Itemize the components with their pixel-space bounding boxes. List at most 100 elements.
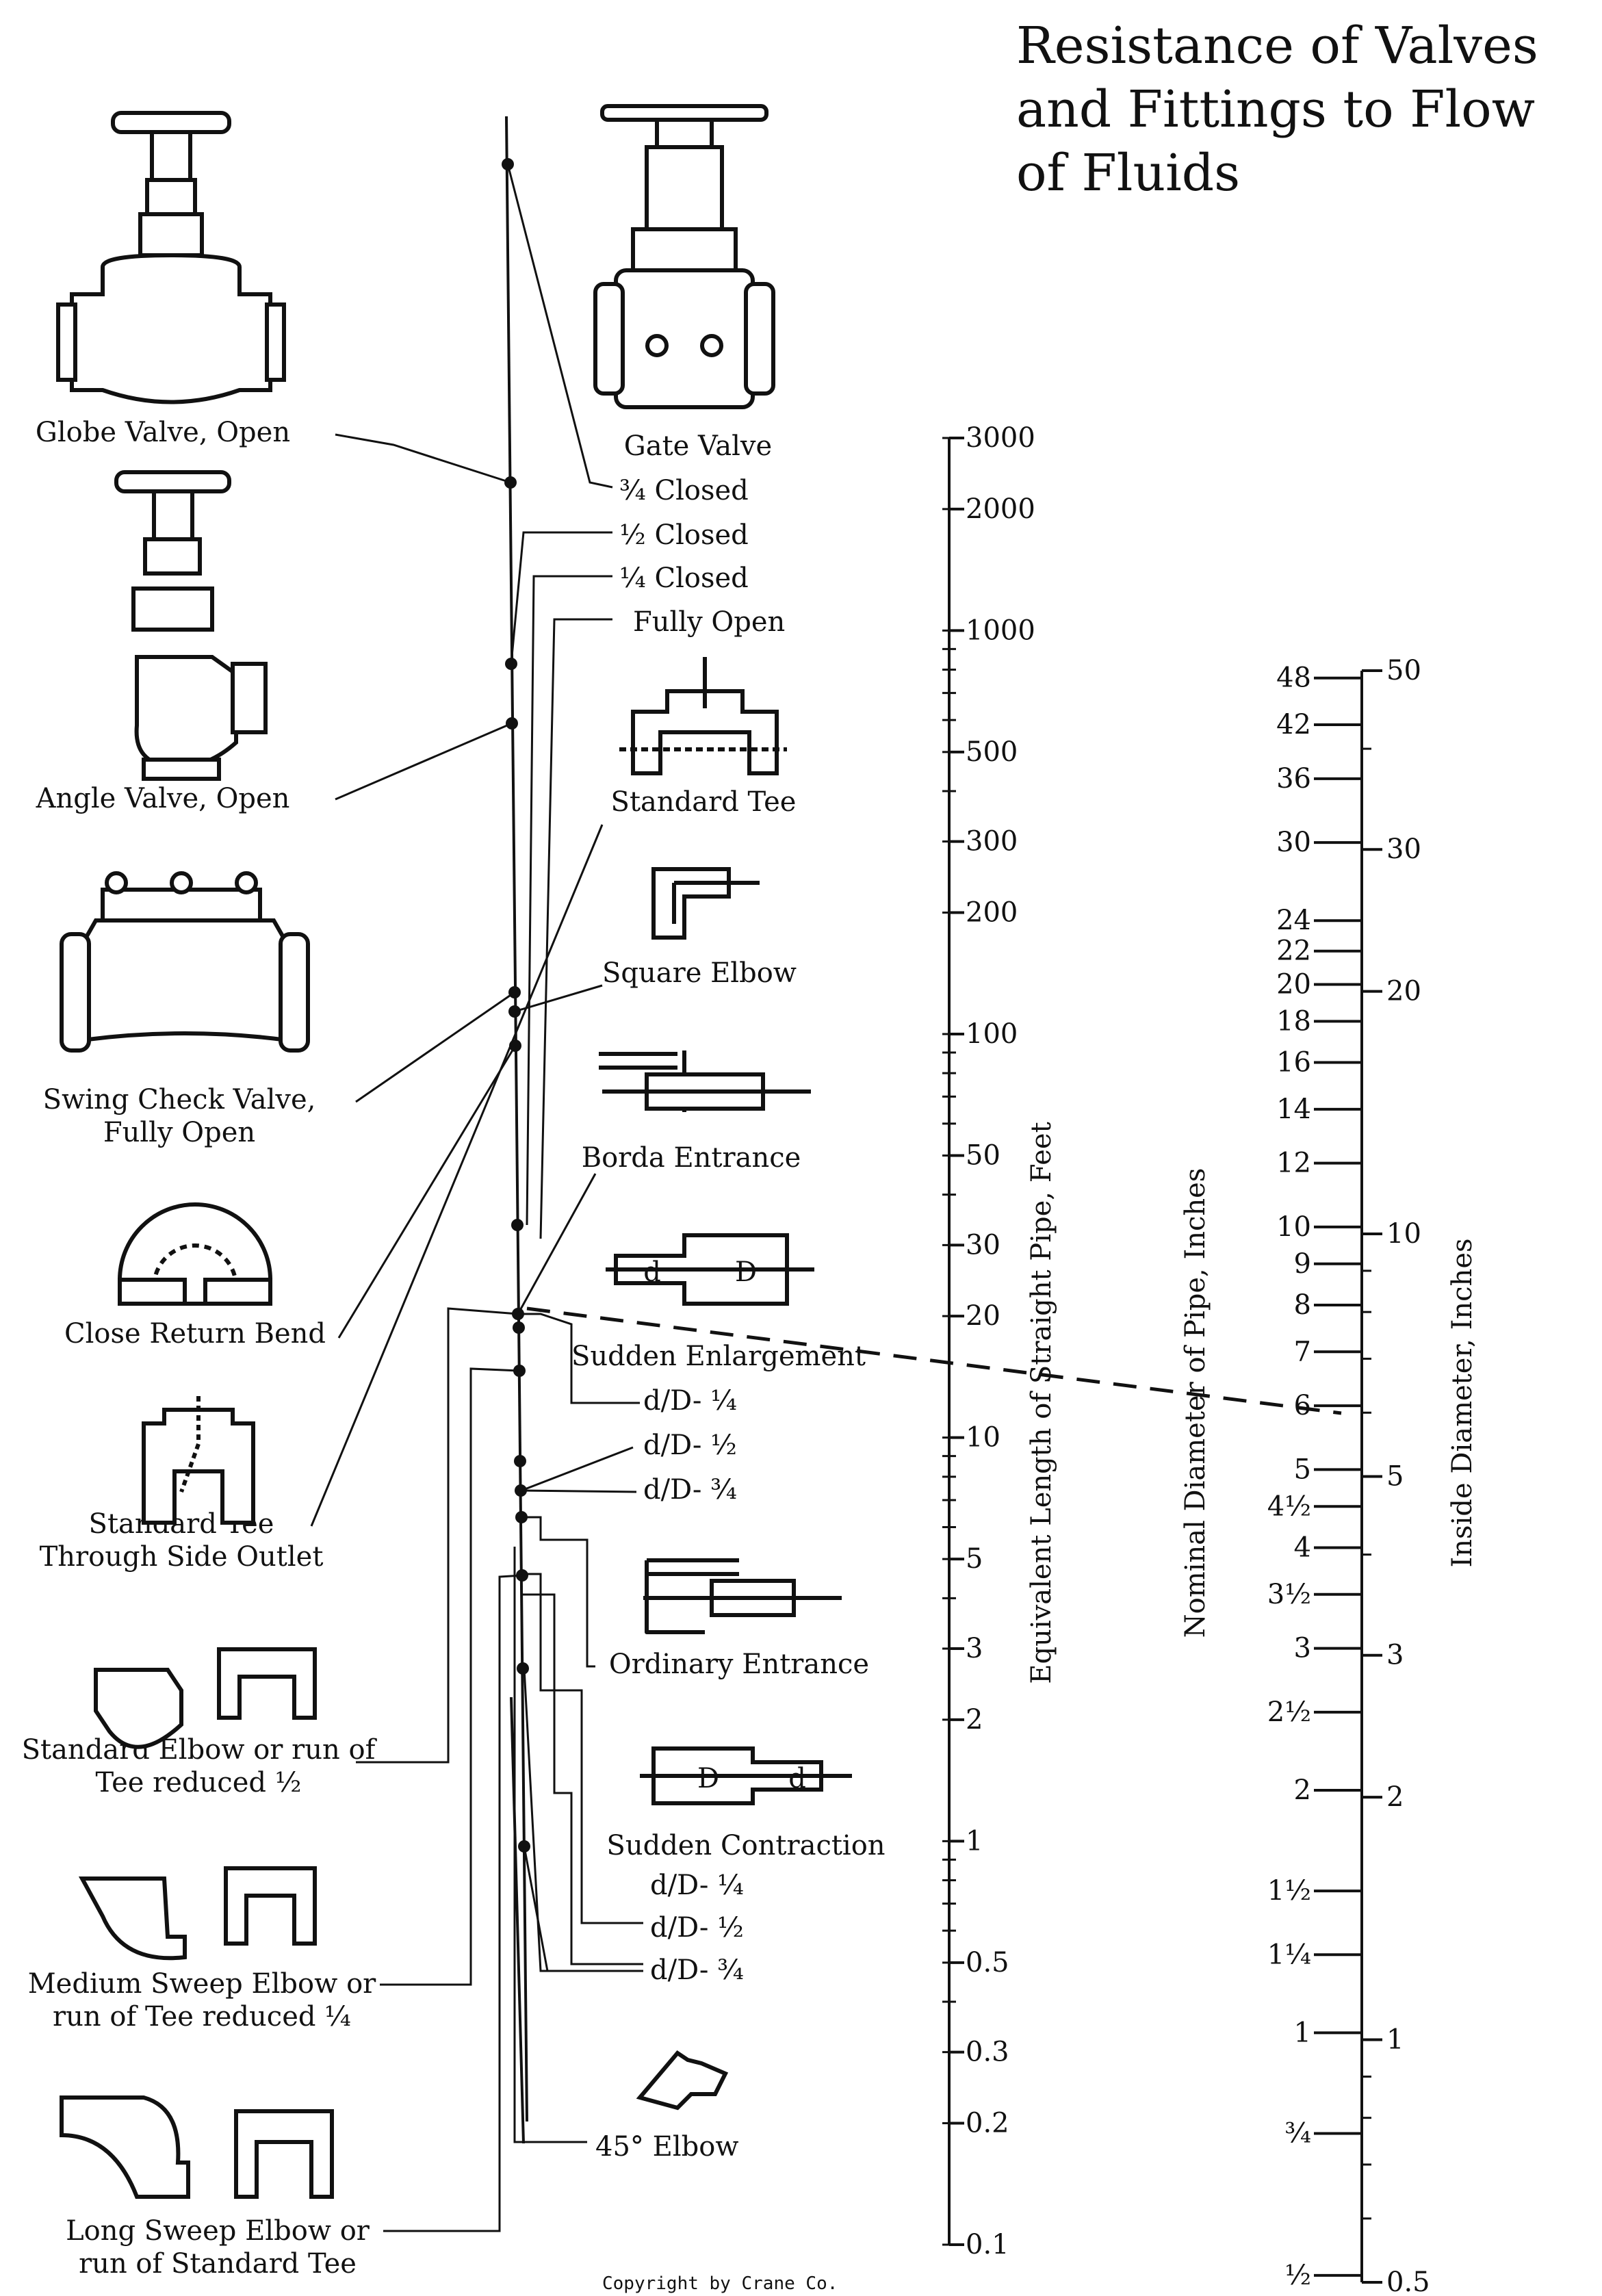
label-con-3-4: d/D- ¾ xyxy=(650,1955,744,1986)
inside-tick-label: 20 xyxy=(1386,976,1421,1007)
label-enl-3-4: d/D- ¾ xyxy=(643,1474,737,1506)
ordinary-entrance-icon xyxy=(643,1558,842,1634)
leader-gate-1-4 xyxy=(526,575,612,1226)
nominal-tick-label: 3½ xyxy=(1267,1579,1311,1610)
nominal-tick-label: 2 xyxy=(1294,1775,1311,1806)
nominal-diameter-scale: 5030201053210.54842363024222018161412109… xyxy=(1267,655,1430,2296)
nominal-tick-label: 42 xyxy=(1276,709,1311,740)
nominal-tick-label: 22 xyxy=(1276,936,1311,967)
leader-borda xyxy=(517,1173,597,1315)
leader-con-1-4 xyxy=(523,1573,643,1924)
eq-tick-label: 0.2 xyxy=(966,2107,1009,2139)
nominal-tick-label: ¾ xyxy=(1284,2118,1311,2150)
eq-tick-label: 2000 xyxy=(966,493,1035,525)
eq-tick-label: 100 xyxy=(966,1018,1018,1050)
swing-check-valve-icon xyxy=(60,871,310,1053)
eq-tick-label: 10 xyxy=(966,1422,1000,1454)
eq-tick-label: 200 xyxy=(966,897,1018,928)
label-std-elbow-1: Standard Elbow or run of xyxy=(22,1734,378,1766)
nominal-tick-label: 2½ xyxy=(1267,1697,1311,1728)
icon-D-large: D xyxy=(735,1256,757,1288)
example-dashed-line xyxy=(526,1306,1342,1415)
leader-std-tee-side xyxy=(310,824,604,1527)
sudden-enlargement-icon: d D xyxy=(606,1233,814,1306)
nominal-tick-label: 1¼ xyxy=(1267,1939,1311,1970)
nominal-tick-label: 14 xyxy=(1276,1094,1311,1125)
label-sudden-contraction: Sudden Contraction xyxy=(606,1830,885,1861)
leader-globe xyxy=(335,433,511,484)
label-45-elbow: 45° Elbow xyxy=(595,2131,739,2163)
label-ordinary-entrance: Ordinary Entrance xyxy=(609,1649,869,1680)
label-long-sweep-2: run of Standard Tee xyxy=(79,2248,357,2280)
label-borda: Borda Entrance xyxy=(582,1142,801,1174)
label-con-1-4: d/D- ¼ xyxy=(650,1870,744,1901)
close-return-bend-icon xyxy=(118,1202,272,1306)
left-labels: Globe Valve, Open Angle Valve, Open Swin… xyxy=(22,417,378,2280)
leader-angle xyxy=(335,722,513,801)
left-leaders xyxy=(310,433,604,2232)
eq-tick-label: 30 xyxy=(966,1229,1000,1261)
leader-gate-full xyxy=(539,618,612,1239)
eq-tick-label: 20 xyxy=(966,1300,1000,1332)
label-close-return: Close Return Bend xyxy=(64,1318,326,1350)
nominal-tick-label: 8 xyxy=(1294,1289,1311,1321)
inside-tick-label: 50 xyxy=(1386,655,1421,686)
nominal-tick-label: 16 xyxy=(1276,1047,1311,1079)
leader-con-1-2 xyxy=(523,1593,643,1965)
label-long-sweep-1: Long Sweep Elbow or xyxy=(66,2215,370,2247)
globe-valve-icon xyxy=(56,111,286,404)
leader-gate-1-2 xyxy=(510,531,612,665)
label-sudden-enlargement: Sudden Enlargement xyxy=(571,1341,866,1372)
eq-tick-label: 2 xyxy=(966,1704,983,1736)
nominal-tick-label: 18 xyxy=(1276,1005,1311,1037)
eq-tick-label: 0.5 xyxy=(966,1947,1009,1978)
right-labels: Gate Valve ¾ Closed ½ Closed ¼ Closed Fu… xyxy=(571,430,886,2163)
medium-sweep-elbow-icon xyxy=(78,1866,317,1961)
standard-tee-side-icon xyxy=(142,1396,255,1525)
leader-enl-1-4 xyxy=(517,1313,640,1404)
inside-tick-label: 1 xyxy=(1386,2024,1404,2056)
gate-valve-icon xyxy=(593,104,775,409)
label-medium-sweep-2: run of Tee reduced ¼ xyxy=(53,2001,351,2033)
eq-tick-label: 1000 xyxy=(966,615,1035,646)
elbow-45-icon xyxy=(636,2050,729,2111)
index-line-tail xyxy=(510,1697,525,2144)
index-line xyxy=(505,116,528,2122)
label-angle-valve: Angle Valve, Open xyxy=(36,783,290,814)
dot xyxy=(517,1662,529,1675)
label-enl-1-4: d/D- ¼ xyxy=(643,1385,737,1417)
leader-square-elbow xyxy=(514,984,603,1013)
eq-tick-label: 0.3 xyxy=(966,2037,1009,2068)
label-gate-3-4: ¾ Closed xyxy=(619,475,749,506)
eq-tick-label: 0.1 xyxy=(966,2229,1009,2260)
eq-tick-label: 3 xyxy=(966,1633,983,1664)
icon-d-contraction: d xyxy=(788,1763,806,1794)
nominal-tick-label: 9 xyxy=(1294,1248,1311,1280)
leader-medium-sweep xyxy=(380,1367,520,1986)
icon-d-small: d xyxy=(643,1256,661,1288)
label-gate-1-2: ½ Closed xyxy=(619,519,749,551)
sudden-contraction-icon: D d xyxy=(640,1746,852,1805)
label-standard-tee: Standard Tee xyxy=(611,786,797,818)
title-line-3: of Fluids xyxy=(1016,144,1240,203)
eq-tick-label: 1 xyxy=(966,1825,983,1857)
eq-tick-label: 5 xyxy=(966,1543,983,1575)
nominal-tick-label: 5 xyxy=(1294,1454,1311,1485)
leader-close-return xyxy=(337,1045,517,1339)
title-line-1: Resistance of Valves xyxy=(1016,16,1538,75)
label-std-tee-side-2: Through Side Outlet xyxy=(40,1541,324,1573)
leader-enl-1-2 xyxy=(521,1446,634,1492)
inside-tick-label: 5 xyxy=(1386,1461,1404,1493)
label-gate-1-4: ¼ Closed xyxy=(619,563,749,594)
nominal-tick-label: 12 xyxy=(1276,1148,1311,1179)
nominal-tick-label: 10 xyxy=(1276,1211,1311,1243)
label-swing-check-2: Fully Open xyxy=(103,1117,255,1148)
inside-tick-label: 2 xyxy=(1386,1781,1404,1813)
square-elbow-icon xyxy=(651,867,760,940)
nominal-tick-label: 24 xyxy=(1276,905,1311,936)
leader-long-sweep xyxy=(383,1574,523,2232)
nominal-tick-label: 4 xyxy=(1294,1532,1311,1563)
nominal-diameter-title: Nominal Diameter of Pipe, Inches xyxy=(1180,1168,1211,1638)
label-medium-sweep-1: Medium Sweep Elbow or xyxy=(28,1968,376,2000)
